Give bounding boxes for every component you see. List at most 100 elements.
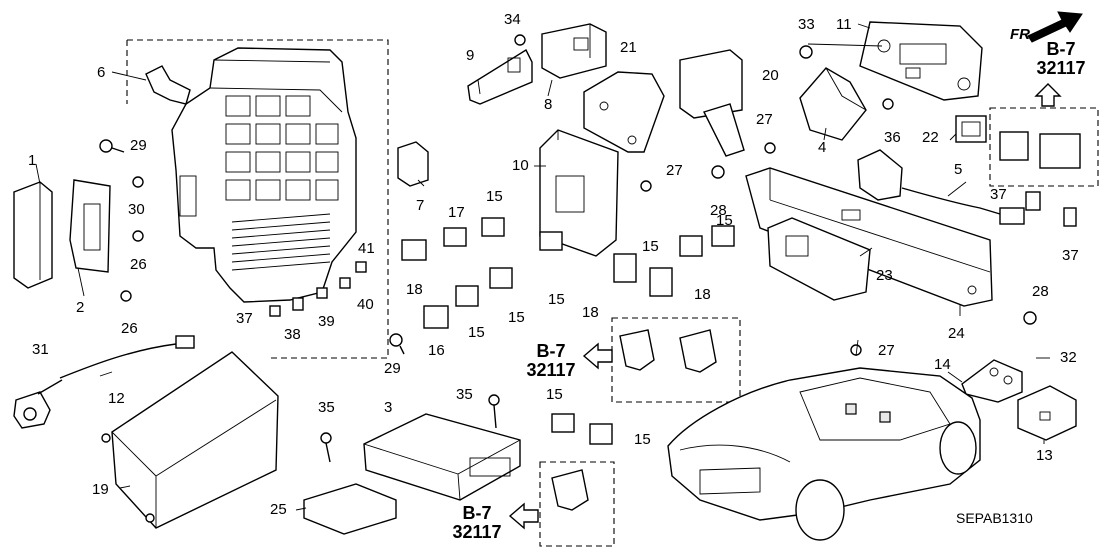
control-unit-1 <box>13 181 53 289</box>
reference-section: B-7 <box>462 503 492 523</box>
car-outline <box>667 367 981 541</box>
callout-15-a: 15 <box>486 188 503 205</box>
callout-26-upper: 26 <box>130 256 147 273</box>
reference-top-right: B-7 32117 <box>1028 40 1094 78</box>
callout-17-lower: 18 <box>406 281 423 298</box>
callout-37-box: 37 <box>236 310 253 327</box>
callout-38: 38 <box>284 326 301 343</box>
reference-section: B-7 <box>536 341 566 361</box>
bracket-2 <box>69 179 111 273</box>
reference-bottom: B-7 32117 <box>444 504 510 542</box>
callout-4: 4 <box>818 139 827 156</box>
reference-boxes <box>539 107 1099 547</box>
callout-24: 24 <box>948 325 965 342</box>
bracket-9 <box>467 34 533 105</box>
callout-22: 22 <box>922 129 939 146</box>
bracket-14 <box>961 359 1023 403</box>
callout-29-lower: 29 <box>384 360 401 377</box>
callout-15-e: 15 <box>642 238 659 255</box>
harness-5 <box>857 149 1077 227</box>
callout-15-c: 15 <box>508 309 525 326</box>
callout-37-right: 37 <box>1062 247 1079 264</box>
callout-15-h: 15 <box>634 431 651 448</box>
callout-35-right: 35 <box>456 386 473 403</box>
callout-18-right: 18 <box>694 286 711 303</box>
part-22 <box>955 115 987 143</box>
part-25 <box>303 483 397 535</box>
callout-15-d: 15 <box>548 291 565 308</box>
bolts-middle <box>640 45 1037 356</box>
reference-code: 32117 <box>526 359 576 380</box>
front-indicator: FR. <box>1010 26 1035 43</box>
unit-19 <box>101 351 279 529</box>
wire-harness-12 <box>13 335 195 429</box>
callout-9: 9 <box>466 47 475 64</box>
ecu-3 <box>363 413 521 501</box>
callout-27-low: 27 <box>878 342 895 359</box>
callout-29-upper: 29 <box>130 137 147 154</box>
module-8 <box>541 23 607 79</box>
callout-13: 13 <box>1036 447 1053 464</box>
callout-41: 41 <box>358 240 375 257</box>
callout-6: 6 <box>97 64 106 81</box>
callout-8: 8 <box>544 96 553 113</box>
bolts-35 <box>320 394 500 463</box>
callout-33: 33 <box>798 16 815 33</box>
callout-19: 19 <box>92 481 109 498</box>
callout-28-left: 28 <box>710 202 727 219</box>
module-20 <box>679 49 745 157</box>
callout-20: 20 <box>762 67 779 84</box>
callout-21: 21 <box>620 39 637 56</box>
callout-1: 1 <box>28 152 37 169</box>
callout-3: 3 <box>384 399 393 416</box>
relays-15-16-17-18 <box>401 217 735 445</box>
mini-relays <box>269 261 367 317</box>
fuse-box-group-outline <box>126 39 389 359</box>
callout-16: 16 <box>428 342 445 359</box>
reference-code: 32117 <box>452 521 502 542</box>
callout-27-top: 27 <box>756 111 773 128</box>
bracket-21 <box>583 71 665 153</box>
callout-14: 14 <box>934 356 951 373</box>
relay-7 <box>397 141 429 187</box>
unit-13 <box>1017 385 1077 441</box>
callout-34: 34 <box>504 11 521 28</box>
callout-10: 10 <box>512 157 529 174</box>
module-11 <box>859 21 983 101</box>
callout-12: 12 <box>108 390 125 407</box>
unit-4 <box>799 67 867 141</box>
reference-middle: B-7 32117 <box>518 342 584 380</box>
callout-15-b: 15 <box>468 324 485 341</box>
callout-15-f: 15 <box>716 212 733 229</box>
leader-lines <box>35 23 1050 511</box>
callout-17-upper: 17 <box>448 204 465 221</box>
callout-37-mid: 37 <box>990 186 1007 203</box>
callout-30: 30 <box>128 201 145 218</box>
reference-section: B-7 <box>1046 39 1076 59</box>
callout-15-g: 15 <box>546 386 563 403</box>
bolts-left <box>99 139 405 355</box>
callout-11: 11 <box>836 16 852 33</box>
diagram-code: SEPAB1310 <box>956 510 1033 526</box>
reference-arrows <box>508 11 1083 530</box>
callout-18-left: 18 <box>582 304 599 321</box>
callout-7: 7 <box>416 197 425 214</box>
callout-28-right: 28 <box>1032 283 1049 300</box>
callout-39: 39 <box>318 313 335 330</box>
callout-31: 31 <box>32 341 49 358</box>
unit-23 <box>767 217 871 301</box>
reference-code: 32117 <box>1036 57 1086 78</box>
callout-36: 36 <box>884 129 901 146</box>
callout-35-left: 35 <box>318 399 335 416</box>
callout-27-mid: 27 <box>666 162 683 179</box>
callout-2: 2 <box>76 299 85 316</box>
callout-26-lower: 26 <box>121 320 138 337</box>
fuse-relay-box <box>145 47 357 303</box>
callout-40: 40 <box>357 296 374 313</box>
callout-25: 25 <box>270 501 287 518</box>
callout-32: 32 <box>1060 349 1077 366</box>
callout-23: 23 <box>876 267 893 284</box>
callout-5: 5 <box>954 161 963 178</box>
